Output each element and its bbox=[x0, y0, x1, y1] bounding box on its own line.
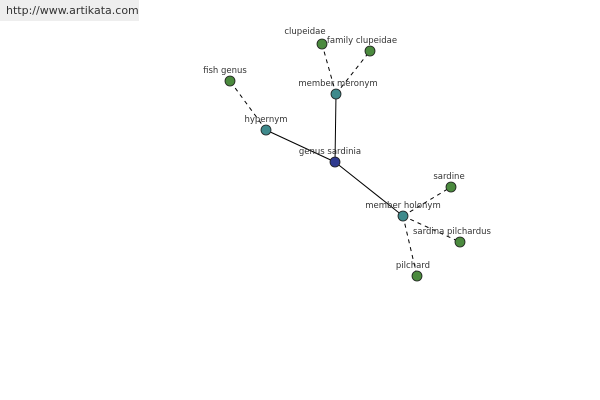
site-url-banner[interactable]: http://www.artikata.com bbox=[0, 0, 139, 21]
node-holonym[interactable] bbox=[397, 210, 409, 222]
edge-genus-hypernym bbox=[265, 129, 336, 163]
edge-meronym-clupeidae bbox=[321, 43, 337, 95]
edge-holonym-pilchardus bbox=[402, 215, 461, 243]
node-hypernym[interactable] bbox=[260, 124, 272, 136]
node-meronym[interactable] bbox=[330, 88, 342, 100]
node-clupeidae[interactable] bbox=[316, 38, 328, 50]
node-fishgenus[interactable] bbox=[224, 75, 236, 87]
node-label-genus[interactable]: genus sardinia bbox=[299, 147, 361, 157]
edge-hypernym-fishgenus bbox=[229, 80, 267, 131]
edge-holonym-pilchard bbox=[402, 215, 418, 277]
node-pilchard[interactable] bbox=[411, 270, 423, 282]
node-label-holonym[interactable]: member holonym bbox=[365, 201, 440, 211]
node-label-clupeidae[interactable]: clupeidae bbox=[284, 27, 325, 37]
edge-meronym-family bbox=[335, 50, 371, 95]
node-label-fishgenus[interactable]: fish genus bbox=[203, 66, 247, 76]
edge-holonym-sardine bbox=[402, 186, 452, 217]
node-label-meronym[interactable]: member meronym bbox=[298, 79, 377, 89]
node-label-sardine[interactable]: sardine bbox=[433, 172, 464, 182]
node-pilchardus[interactable] bbox=[454, 236, 466, 248]
node-sardine[interactable] bbox=[445, 181, 457, 193]
labels-layer: genus sardinia member meronym hypernym memb… bbox=[203, 27, 491, 271]
node-label-pilchardus[interactable]: sardina pilchardus bbox=[413, 227, 492, 237]
edges-layer bbox=[229, 43, 461, 277]
edge-genus-meronym bbox=[334, 93, 337, 163]
edge-genus-holonym bbox=[334, 161, 404, 217]
node-family[interactable] bbox=[364, 45, 376, 57]
node-label-pilchard[interactable]: pilchard bbox=[396, 261, 430, 271]
node-genus[interactable] bbox=[329, 156, 341, 168]
node-label-family[interactable]: family clupeidae bbox=[327, 36, 397, 46]
nodes-layer bbox=[224, 38, 466, 282]
node-label-hypernym[interactable]: hypernym bbox=[244, 115, 287, 125]
